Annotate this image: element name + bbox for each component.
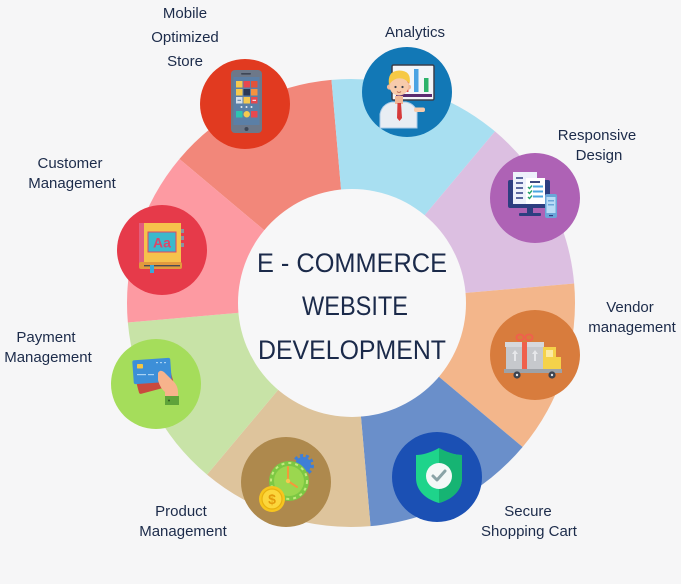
label-mobile-line-1: Mobile [163,5,207,22]
label-mobile-line-2: Optimized [151,29,219,46]
label-payment-line-2: Management [4,349,92,366]
item-responsive: Responsive Design [490,127,636,243]
center-hub [238,189,466,417]
label-product-line-1: Product [155,503,208,520]
label-vendor-line-1: Vendor [606,299,654,316]
address-book-icon: Aa [139,223,184,273]
smartphone-icon [231,70,262,133]
delivery-truck-icon [504,333,562,379]
time-money-gear-icon: $ [259,454,314,512]
responsive-devices-icon [508,172,557,218]
label-secure-line-2: Shopping Cart [481,523,578,540]
credit-card-hand-icon [132,357,179,405]
label-payment-line-1: Payment [16,329,76,346]
title-line-1: E - COMMERCE [257,248,447,278]
item-payment: Payment Management [4,329,201,429]
title-line-2: WEBSITE [302,291,408,321]
analytics-presenter-icon [379,64,435,129]
item-customer: Aa Customer Management [28,155,207,295]
item-vendor: Vendor management [490,299,677,400]
label-responsive-line-1: Responsive [558,127,636,144]
coin-dollar-glyph: $ [268,491,276,507]
label-customer-line-2: Management [28,175,116,192]
label-mobile-line-3: Store [167,53,203,70]
label-responsive-line-2: Design [576,147,623,164]
center-title: E - COMMERCE WEBSITE DEVELOPMENT [257,248,447,365]
book-label-glyph: Aa [153,235,171,251]
label-customer-line-1: Customer [37,155,102,172]
item-product: $ Product Management [139,437,331,540]
item-mobile: Mobile Optimized Store [151,5,290,149]
title-line-3: DEVELOPMENT [258,335,446,365]
label-secure-line-1: Secure [504,503,552,520]
security-shield-icon [416,448,462,503]
label-analytics: Analytics [385,24,445,41]
item-secure: Secure Shopping Cart [392,432,578,540]
label-product-line-2: Management [139,523,227,540]
item-analytics: Analytics [362,24,452,137]
label-vendor-line-2: management [588,319,676,336]
